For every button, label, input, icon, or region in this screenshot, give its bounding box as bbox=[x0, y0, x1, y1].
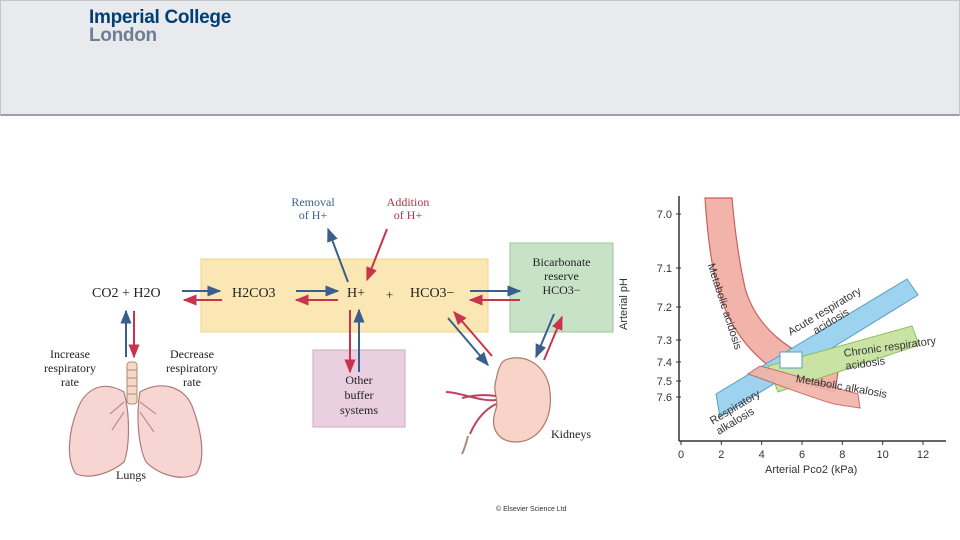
other-buffer-label: Other buffer systems bbox=[339, 373, 378, 417]
x-tick-label: 10 bbox=[877, 449, 889, 461]
arrow-kidney-to-reserve bbox=[543, 315, 563, 361]
lungs-illustration bbox=[68, 361, 203, 478]
h2co3-label: H2CO3 bbox=[232, 286, 276, 301]
kidneys-label: Kidneys bbox=[551, 427, 591, 441]
co2-h2o-label: CO2 + H2O bbox=[92, 286, 161, 301]
decrease-resp-label: Decrease respiratory rate bbox=[166, 347, 218, 389]
y-tick-label: 7.6 bbox=[657, 392, 672, 404]
region-acute-respiratory-acidosis bbox=[715, 278, 919, 418]
arrow-hco3-to-kidney bbox=[447, 317, 489, 367]
copyright-notice: © Elsevier Science Ltd bbox=[496, 506, 567, 513]
x-tick-label: 0 bbox=[678, 449, 684, 461]
addition-label: Addition of H+ bbox=[386, 195, 430, 222]
h-ion-label: H+ bbox=[347, 286, 366, 301]
x-tick-label: 4 bbox=[759, 449, 765, 461]
increase-resp-label: Increase respiratory rate bbox=[44, 347, 96, 389]
y-tick-label: 7.3 bbox=[657, 335, 672, 347]
arrow-addition-h bbox=[366, 228, 388, 282]
removal-label: Removal of H+ bbox=[291, 195, 335, 222]
x-tick-label: 8 bbox=[839, 449, 845, 461]
header-bar: Imperial College London bbox=[0, 0, 960, 116]
hco3-label: HCO3− bbox=[410, 286, 455, 301]
y-tick-label: 7.0 bbox=[657, 209, 672, 221]
kidney-illustration bbox=[445, 357, 551, 455]
y-axis-label: Arterial pH bbox=[618, 278, 630, 330]
x-tick-label: 2 bbox=[718, 449, 724, 461]
arrow-reserve-to-kidney bbox=[535, 313, 555, 359]
y-tick-label: 7.1 bbox=[657, 263, 672, 275]
arrow-kidney-to-hco3 bbox=[453, 310, 493, 357]
plus-sign: + bbox=[386, 287, 394, 302]
x-tick-label: 12 bbox=[917, 449, 929, 461]
arrow-removal-h bbox=[327, 227, 349, 283]
x-tick-label: 6 bbox=[799, 449, 805, 461]
x-axis-label: Arterial Pco2 (kPa) bbox=[765, 464, 858, 476]
y-tick-label: 7.5 bbox=[657, 376, 672, 388]
logo-imperial-college: Imperial College bbox=[89, 7, 231, 28]
bicarbonate-reserve-label: Bicarbonate reserve HCO3− bbox=[532, 255, 591, 297]
logo-london: London bbox=[89, 25, 157, 46]
lungs-label: Lungs bbox=[116, 468, 146, 482]
y-tick-label: 7.4 bbox=[657, 357, 672, 369]
region-metabolic-alkalosis bbox=[746, 365, 861, 409]
y-tick-label: 7.2 bbox=[657, 302, 672, 314]
normal-range-marker bbox=[779, 351, 803, 369]
